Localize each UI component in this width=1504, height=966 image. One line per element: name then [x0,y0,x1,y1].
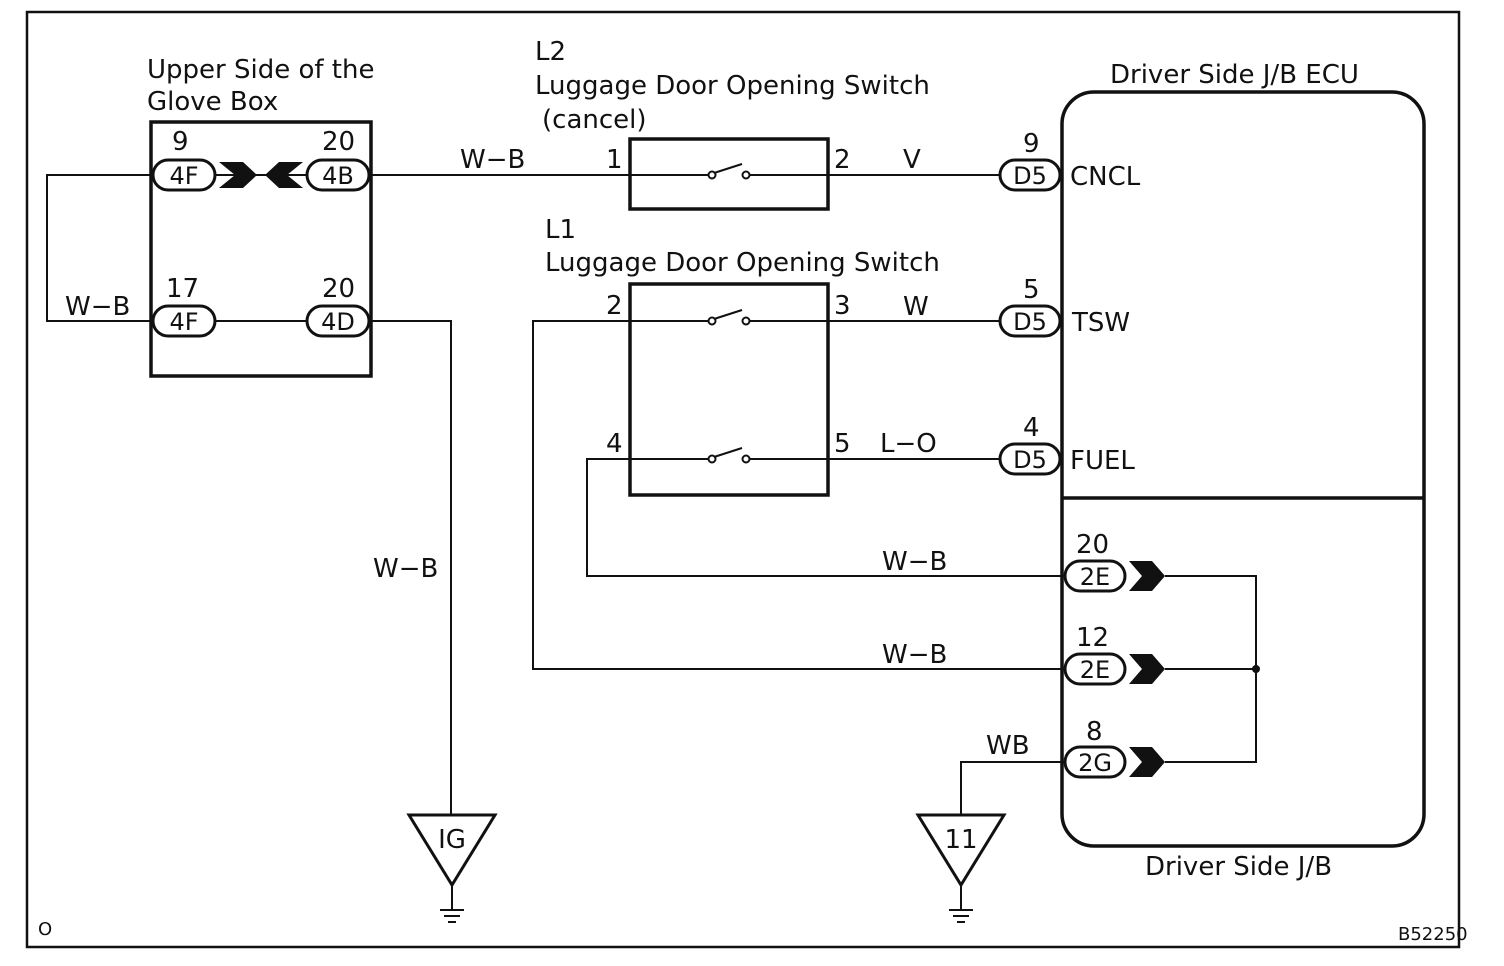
glove-box-pin-a: 9 [172,127,189,157]
ecu-title: Driver Side J/B ECU [1110,60,1359,90]
jb-2e-12-connector-label: 2E [1080,656,1110,684]
wire-label-2e-20: W−B [882,547,947,577]
jb-2e-12-connector [1063,652,1127,686]
switch-l2-name: Luggage Door Opening Switch [535,71,930,101]
ecu-tsw-connector-label: D5 [1013,308,1047,336]
ecu-cncl-connector [998,158,1062,192]
ecu-tsw-connector [998,304,1062,338]
driver-side-jb: Driver Side J/B ECU Driver Side J/B 9 D5… [998,60,1426,882]
glove-box-connector-d-label: 4D [321,308,355,336]
switch-l1-pin-a: 2 [606,291,623,321]
wire-label-bg [370,552,450,582]
connector-chevron-icon [1129,654,1165,684]
switch-l1-code: L1 [545,215,576,245]
connector-chevron-icon [1129,747,1165,777]
switch-contact-icon [741,170,751,180]
ecu-fuel-label: FUEL [1070,446,1135,476]
wire-glove-box-loop [46,174,153,322]
switch-contact-icon [707,170,717,180]
ground-point-11-label: 11 [944,825,977,855]
ecu-fuel-connector [998,442,1062,476]
switch-contact-icon [741,454,751,464]
switch-l1: L1 Luggage Door Opening Switch 2 3 4 5 [545,215,940,497]
wire-label-2e-12: W−B [882,640,947,670]
jb-2g-8-pin: 8 [1086,717,1103,747]
switch-l2: L2 Luggage Door Opening Switch (cancel) … [535,37,930,211]
jb-outline [1060,90,1426,848]
ground-point-ig: IG [406,813,498,923]
figure-code: B52250 [1398,924,1468,945]
switch-blade-icon [713,309,743,320]
wire-label-4d-down: W−B [373,554,438,584]
glove-box-pin-b: 20 [322,127,355,157]
diagram-frame [25,10,1461,949]
wire-label-4b-to-l2: W−B [460,145,525,175]
junction-dot-icon [1252,665,1260,673]
earth-ground-icon [440,909,464,923]
glove-box-pin-d: 20 [322,274,355,304]
ecu-fuel-pin: 4 [1023,413,1040,443]
wire-l1-pin2-to-2e-12 [532,320,1062,670]
switch-blade-icon [713,447,743,458]
glove-box-connector-a-label: 4F [169,162,198,190]
switch-contact-icon [707,454,717,464]
glove-box-pin-c: 17 [166,274,199,304]
ecu-tsw-label: TSW [1071,308,1130,338]
glove-box-outline [149,120,373,378]
wire-label-l1-to-fuel: L−O [880,429,937,459]
switch-l2-note: (cancel) [542,105,647,135]
glove-box-title-line1: Upper Side of the [147,55,374,85]
connector-chevron-icon [1129,561,1165,591]
wire-label-2g: WB [986,731,1030,761]
glove-box-title-line2: Glove Box [147,87,278,117]
ground-point-ig-label: IG [438,825,466,855]
wire-label-glove-box-loop: W−B [65,292,130,322]
wire-label-l2-to-cncl: V [903,145,921,175]
ecu-cncl-label: CNCL [1070,162,1141,192]
switch-l1-pin-c: 4 [606,429,623,459]
ecu-tsw-pin: 5 [1023,275,1040,305]
jb-2g-8-connector-label: 2G [1078,749,1112,777]
ground-point-11: 11 [915,813,1007,923]
switch-contact-icon [707,316,717,326]
switch-l1-pin-b: 3 [834,291,851,321]
wire-2g-to-ground-11 [960,761,1065,815]
ecu-cncl-pin: 9 [1023,129,1040,159]
wire-l1-pin4-to-2e-20 [586,458,1062,577]
switch-l2-pin-in: 1 [606,145,623,175]
ecu-cncl-connector-label: D5 [1013,162,1047,190]
switch-l2-pin-out: 2 [834,145,851,175]
glove-box-junction: Upper Side of the Glove Box 9 20 17 20 4… [147,55,374,378]
ground-point-triangle-icon [915,813,1007,888]
jb-2e-20-pin: 20 [1076,530,1109,560]
connector-chevron-icon [265,162,303,188]
glove-box-connector-b-label: 4B [322,162,354,190]
glove-box-connector-c-label: 4F [169,308,198,336]
connector-chevron-icon [219,162,257,188]
switch-blade-icon [713,163,743,174]
switch-l1-pin-d: 5 [834,429,851,459]
ecu-fuel-connector-label: D5 [1013,446,1047,474]
wire-label-l1-to-tsw: W [903,292,929,322]
jb-2e-20-connector [1063,559,1127,593]
jb-2e-12-pin: 12 [1076,623,1109,653]
wire-4d-to-ig [369,320,452,815]
switch-l1-outline [628,282,830,497]
earth-ground-icon [949,909,973,923]
jb-2e-20-connector-label: 2E [1080,563,1110,591]
jb-title: Driver Side J/B [1145,852,1332,882]
switch-l2-code: L2 [535,37,566,67]
switch-l1-name: Luggage Door Opening Switch [545,248,940,278]
ground-point-triangle-icon [406,813,498,888]
footer-left-mark: O [38,919,52,940]
switch-contact-icon [741,316,751,326]
